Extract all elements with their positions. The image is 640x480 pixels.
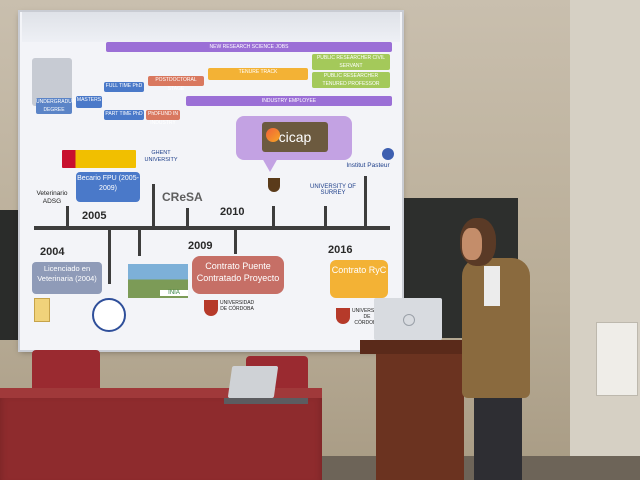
timeline-arrow-down [108, 228, 111, 284]
label-veterinario: Veterinario ADSG [36, 190, 68, 205]
box-postdoctoral: POSTDOCTORAL STAGE [148, 76, 204, 92]
cresa-logo: CReSA [162, 190, 203, 204]
presenter-legs [474, 390, 522, 480]
label-becario-fpu: Becario FPU (2005-2009) [76, 172, 140, 202]
year-2010: 2010 [220, 206, 245, 218]
wall-column [570, 0, 640, 480]
box-masters: MASTERS [76, 96, 102, 108]
university-seal-icon [92, 298, 126, 332]
blackboard-left [0, 210, 22, 340]
podium-top [360, 340, 468, 354]
timeline-arrow-up [66, 206, 69, 228]
timeline-arrow-up [186, 208, 189, 228]
podium [376, 348, 464, 480]
institut-pasteur-logo: Institut Pasteur [346, 162, 390, 169]
wall-panel [596, 322, 638, 396]
surrey-logo: UNIVERSITY OF SURREY [310, 184, 356, 196]
label-contrato-puente: Contrato Puente Contratado Proyecto [192, 256, 284, 294]
timeline-arrow-down [138, 228, 141, 256]
box-full-time-phd: FULL TIME PhD [104, 82, 144, 92]
uco-emblem-icon [204, 300, 218, 316]
shield-crest-icon [268, 178, 280, 192]
label-licenciado: Licenciado en Veterinaria (2004) [32, 262, 102, 294]
document-icon [34, 298, 50, 322]
chair [32, 350, 100, 390]
label-contrato-ryc: Contrato RyC [330, 260, 388, 298]
laptop-screen [227, 366, 279, 398]
laptop-logo-icon [403, 314, 415, 326]
box-public-tenured: PUBLIC RESEARCHER TENURED PROFESSOR [312, 72, 390, 88]
bar-new-research-jobs: NEW RESEARCH SCIENCE JOBS [106, 42, 392, 52]
year-2016: 2016 [328, 244, 353, 256]
uco-emblem-icon [336, 308, 350, 324]
screen-top-edge [22, 12, 400, 42]
speech-bubble-tail [262, 158, 278, 172]
timeline-arrow-down [234, 228, 237, 254]
year-2009: 2009 [188, 240, 213, 252]
box-part-time-phd: PART TIME PhD [104, 110, 144, 120]
year-2004: 2004 [40, 246, 65, 258]
laptop-base [224, 398, 308, 404]
timeline-axis [34, 226, 390, 230]
uco-logo-1: UNIVERSIDAD DE CÓRDOBA [220, 300, 255, 312]
presenter-shirt [484, 266, 500, 306]
spain-government-logo [62, 150, 136, 168]
inia-logo: INIA [160, 290, 188, 296]
timeline-arrow-up [152, 184, 155, 228]
pasteur-emblem-icon [382, 148, 394, 160]
table-top [0, 388, 322, 398]
ghent-university-logo: GHENT UNIVERSITY [144, 150, 178, 163]
timeline-arrow-up [272, 206, 275, 228]
box-tenure-track: TENURE TRACK [208, 68, 308, 80]
timeline-arrow-up [324, 206, 327, 228]
year-2005: 2005 [82, 210, 107, 222]
cicap-logo-icon [266, 128, 280, 142]
box-phd-industry: PhDFUND IN INDUSTRY [146, 110, 180, 126]
box-undergraduate: UNDERGRADUATE DEGREE [36, 98, 82, 114]
bar-industry-employee: INDUSTRY EMPLOYEE [186, 96, 392, 106]
uco-logo-2: UNIVERSIDAD DE CÓRDOBA [352, 308, 382, 326]
box-public-civil: PUBLIC RESEARCHER CIVIL SERVANT [312, 54, 390, 70]
presenter-face [462, 228, 482, 260]
timeline-arrow-up [364, 176, 367, 228]
